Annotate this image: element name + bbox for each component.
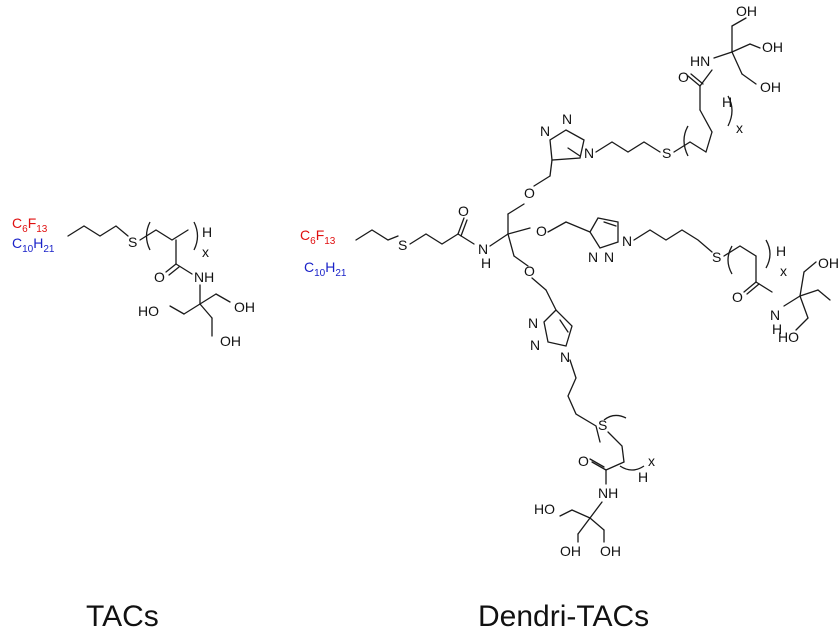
tac-repeat-paren-left <box>145 221 151 251</box>
tac-hydroxyl-right: OH <box>234 299 255 315</box>
caption-dendri-tacs: Dendri-TACs <box>478 600 650 633</box>
dendri-mid-sulfur: S <box>712 249 721 265</box>
dendri-top-carbonyl-oxygen: O <box>678 69 689 85</box>
dendri-top-hydroxyl-2: OH <box>762 39 783 55</box>
dendri-top-repeat-x: x <box>736 120 743 136</box>
tac-backbone-bonds <box>139 229 189 241</box>
dendri-ether-oxygen-mid: O <box>536 223 547 239</box>
tac-tail-bonds <box>67 225 129 237</box>
tac-fluoro-chain-label: C6F13 <box>12 215 48 235</box>
dendri-ether-oxygen-top: O <box>524 185 535 201</box>
dendri-bot-triazole-n1: N <box>528 315 538 331</box>
dendri-mid-repeat-x: x <box>780 263 787 279</box>
dendri-bot-triazole-n3: N <box>560 349 570 365</box>
tac-sulfur-atom: S <box>128 234 137 250</box>
dendri-mid-triazole-n2: N <box>588 249 598 265</box>
dendri-top-h-endgroup: H <box>722 94 732 110</box>
dendri-bot-hydroxyl-2: OH <box>560 543 581 559</box>
dendri-top-triazole-n3: N <box>584 145 594 161</box>
dendri-tac-structure: C6F13 C10H21 S O N H O O O N N N S <box>300 3 839 559</box>
dendri-mid-amide-nh: N <box>770 307 780 323</box>
dendri-top-hydroxyl-3: OH <box>760 79 781 95</box>
dendri-top-triazole-n1: N <box>540 123 550 139</box>
dendri-bot-hydroxyl-1: HO <box>534 501 555 517</box>
dendri-hydro-chain-label: C10H21 <box>304 259 347 279</box>
tac-repeat-x: x <box>202 244 209 260</box>
dendri-bot-h-endgroup: H <box>638 469 648 485</box>
dendri-fluoro-chain-label: C6F13 <box>300 227 336 247</box>
dendri-top-amide-hn: HN <box>690 53 710 69</box>
dendri-bot-repeat-x: x <box>648 453 655 469</box>
dendri-mid-triazole-n1: N <box>622 233 632 249</box>
dendri-bot-amide-nh: NH <box>598 485 618 501</box>
dendri-mid-hydroxyl-1: OH <box>818 255 839 271</box>
tac-hydroxyl-bottom: OH <box>220 333 241 349</box>
dendri-mid-hydroxyl-3: HO <box>778 329 799 345</box>
dendri-bot-carbonyl-oxygen: O <box>578 453 589 469</box>
tac-repeat-paren-right <box>193 221 199 251</box>
tac-carbonyl-oxygen: O <box>154 269 165 285</box>
tac-hydroxyl-left: HO <box>138 303 159 319</box>
dendri-bot-hydroxyl-3: OH <box>600 543 621 559</box>
dendri-mid-amide-h: H <box>772 321 782 337</box>
dendri-top-hydroxyl-1: OH <box>736 3 757 19</box>
dendri-ether-oxygen-bottom: O <box>524 263 535 279</box>
tac-hydro-chain-label: C10H21 <box>12 235 55 255</box>
dendri-core-carbonyl-oxygen: O <box>458 203 469 219</box>
dendri-top-sulfur: S <box>662 145 671 161</box>
dendri-mid-carbonyl-oxygen: O <box>732 289 743 305</box>
dendri-bot-sulfur: S <box>598 417 607 433</box>
dendri-sulfur-tail: S <box>398 237 407 253</box>
caption-tacs: TACs <box>86 600 159 633</box>
tac-h-endgroup: H <box>202 224 212 240</box>
dendri-top-triazole-n2: N <box>562 111 572 127</box>
tac-amide-nh: NH <box>194 269 214 285</box>
dendri-core-amide-nh: N <box>478 241 488 257</box>
dendri-bot-triazole-n2: N <box>530 337 540 353</box>
dendri-core-amide-h: H <box>481 255 491 271</box>
dendri-mid-triazole-n3: N <box>604 249 614 265</box>
tac-structure: C6F13 C10H21 S H x O NH HO OH OH <box>12 215 255 349</box>
dendri-mid-h-endgroup: H <box>776 243 786 259</box>
